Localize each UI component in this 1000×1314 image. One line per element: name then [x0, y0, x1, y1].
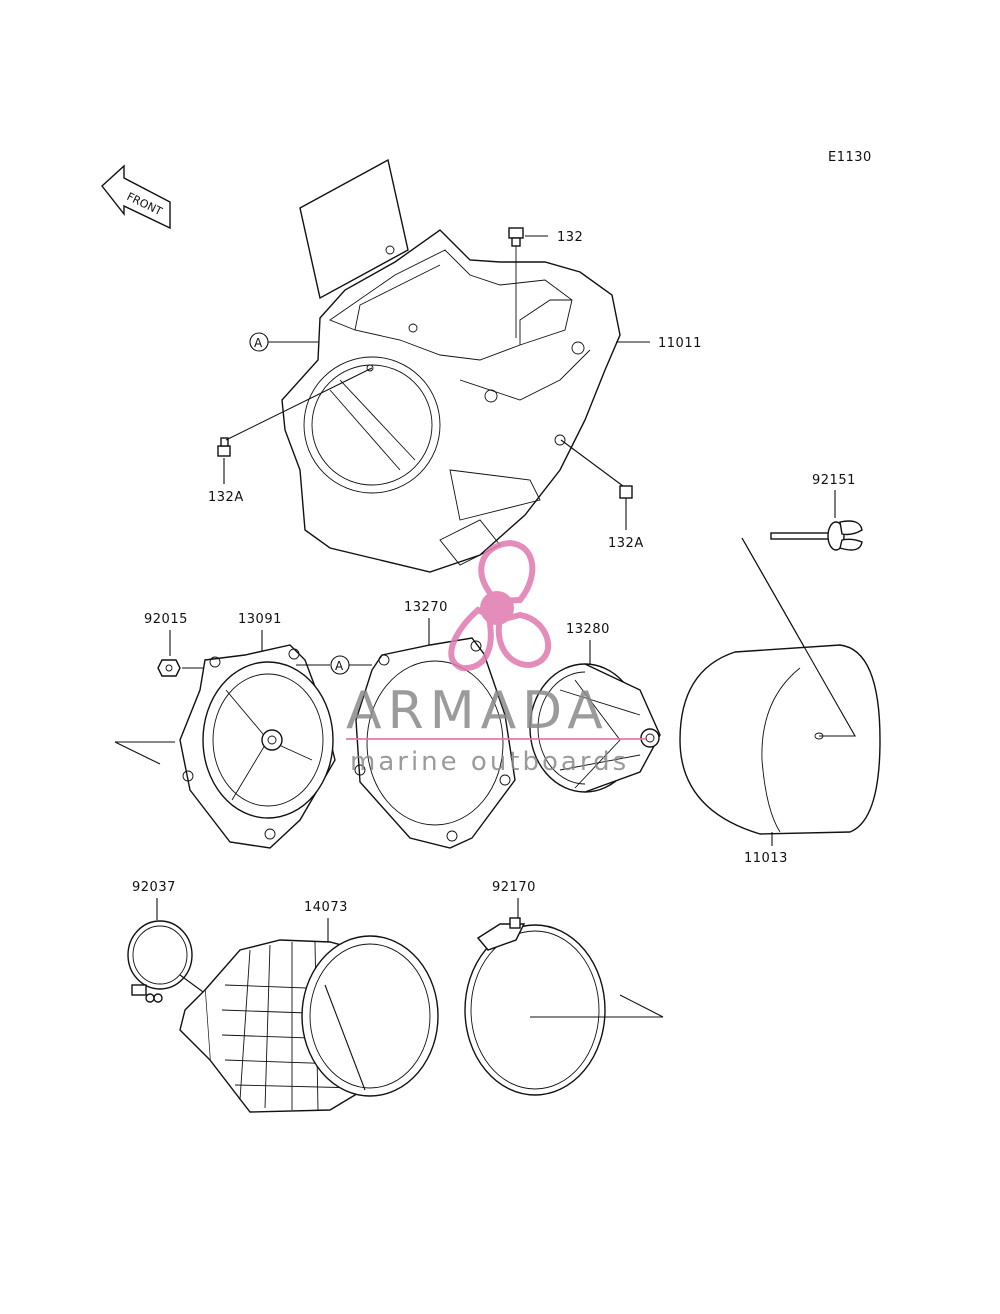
svg-text:A: A — [254, 336, 263, 350]
back-plate-13091 — [179, 644, 336, 849]
callout-13280: 13280 — [566, 622, 610, 637]
callout-14073: 14073 — [304, 900, 348, 915]
filter-element-13280 — [529, 663, 661, 793]
ref-marker-a-lower: A — [296, 655, 372, 675]
callout-11013: 11013 — [744, 851, 788, 866]
callout-13270: 13270 — [404, 600, 448, 615]
outer-cover-11013 — [679, 537, 881, 846]
callout-132a-left: 132A — [208, 490, 244, 505]
ref-marker-a-upper: A — [249, 332, 318, 352]
air-box-11011 — [281, 158, 621, 573]
diagram-code: E1130 — [828, 150, 872, 165]
band-clamp-92170 — [464, 917, 606, 1096]
callout-92037: 92037 — [132, 880, 176, 895]
bolt-132a-left — [217, 367, 373, 484]
gasket-13270 — [354, 637, 516, 849]
callout-11011: 11011 — [658, 336, 702, 351]
watermark-tagline: marine outboards — [350, 747, 629, 777]
callout-132a-right: 132A — [608, 536, 644, 551]
svg-text:A: A — [335, 659, 344, 673]
armada-watermark-logo: ARMADA marine outboards — [346, 539, 646, 777]
callout-92151: 92151 — [812, 473, 856, 488]
watermark-brand: ARMADA — [346, 681, 609, 741]
callout-132: 132 — [557, 230, 583, 245]
clamp-92037 — [127, 920, 215, 1003]
propeller-logo-icon — [448, 539, 551, 672]
front-arrow-icon: FRONT — [101, 164, 171, 230]
bolt-132a-right — [560, 439, 633, 530]
callout-92170: 92170 — [492, 880, 536, 895]
intake-boot-14073 — [179, 935, 439, 1113]
bolt-132 — [508, 227, 548, 338]
callout-13091: 13091 — [238, 612, 282, 627]
callout-92015: 92015 — [144, 612, 188, 627]
wing-bolt-92151 — [770, 520, 863, 551]
